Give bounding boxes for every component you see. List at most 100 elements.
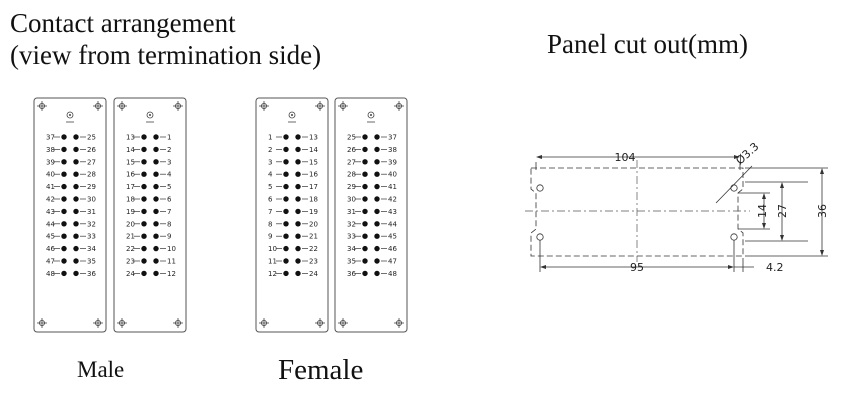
- contact-pin: [295, 221, 301, 227]
- contact-number: 11: [167, 258, 176, 266]
- contact-pin: [73, 208, 79, 215]
- contact-pin: [141, 171, 147, 177]
- contact-number: 44: [388, 220, 397, 228]
- contact-pin: [73, 134, 79, 140]
- contact-number: 36: [87, 270, 96, 278]
- contact-number: 42: [388, 196, 397, 204]
- contact-pin: [295, 159, 301, 165]
- contact-number: 48: [388, 270, 397, 278]
- contact-number: 5: [167, 183, 171, 191]
- contact-pin: [295, 258, 301, 264]
- contact-number: 42: [46, 196, 55, 204]
- contact-number: 35: [347, 258, 356, 266]
- contact-number: 34: [87, 245, 96, 253]
- contact-number: 28: [87, 171, 96, 179]
- contact-number: 41: [388, 183, 397, 191]
- contact-number: 18: [126, 196, 135, 204]
- contact-number: 26: [347, 146, 356, 154]
- insert-frame: [255, 97, 329, 333]
- dim-4-2-text: 4.2: [766, 261, 784, 274]
- contact-pin: [61, 208, 67, 215]
- mount-cross-icon: [259, 101, 269, 111]
- contact-number: 45: [46, 233, 55, 241]
- dim-104-text: 104: [615, 151, 636, 164]
- contact-number: 5: [268, 183, 272, 191]
- contact-number: 1: [268, 134, 272, 142]
- mount-cross-icon: [93, 318, 103, 328]
- insert-frame: [334, 97, 408, 333]
- contact-pin: [295, 196, 301, 202]
- contact-pin: [141, 258, 147, 264]
- contact-number: 46: [46, 245, 55, 253]
- contact-number: 24: [309, 270, 318, 278]
- contact-pin: [73, 146, 79, 153]
- contact-pin: [73, 233, 79, 239]
- contact-number: 10: [268, 245, 277, 253]
- contact-row: 46 34: [46, 245, 96, 253]
- contact-number: 47: [46, 258, 55, 266]
- contact-number: 44: [46, 220, 55, 228]
- contact-number: 9: [167, 233, 171, 241]
- contact-pin: [153, 159, 159, 165]
- contact-number: 29: [87, 183, 96, 191]
- contact-pin: [73, 183, 79, 190]
- contact-number: 15: [126, 158, 135, 166]
- mounting-hole-tr: [730, 184, 738, 192]
- contact-number: 29: [347, 183, 356, 191]
- contact-pin: [73, 245, 79, 252]
- mount-cross-icon: [259, 318, 269, 328]
- contact-number: 35: [87, 258, 96, 266]
- mount-cross-icon: [315, 318, 325, 328]
- male-label: Male: [77, 357, 125, 382]
- contact-number: 4: [167, 171, 172, 179]
- contact-pin: [374, 183, 380, 190]
- contact-number: 21: [126, 233, 135, 241]
- contact-pin: [295, 171, 301, 177]
- contact-number: 26: [87, 146, 96, 154]
- contact-number: 6: [268, 196, 273, 204]
- contact-number: 19: [309, 208, 318, 216]
- contact-pin: [295, 146, 301, 153]
- contact-pin: [141, 233, 147, 239]
- contact-pin: [295, 245, 301, 252]
- contact-pin: [374, 245, 380, 252]
- contact-pin: [362, 258, 368, 264]
- contact-pin: [153, 245, 159, 252]
- contact-number: 12: [167, 270, 176, 278]
- contact-pin: [141, 270, 147, 277]
- contact-pin: [61, 134, 67, 140]
- mount-cross-icon: [315, 101, 325, 111]
- contact-pin: [153, 134, 159, 140]
- mount-cross-icon: [338, 318, 348, 328]
- mount-cross-icon: [338, 101, 348, 111]
- contact-pin: [295, 208, 301, 215]
- contact-number: 7: [268, 208, 272, 216]
- dim-36-text: 36: [816, 204, 829, 218]
- contact-number: 22: [126, 245, 135, 253]
- mount-cross-icon: [117, 101, 127, 111]
- contact-number: 40: [46, 171, 55, 179]
- contact-number: 23: [309, 258, 318, 266]
- contact-pin: [374, 134, 380, 140]
- contact-pin: [362, 183, 368, 190]
- contact-pin: [283, 159, 289, 165]
- mount-cross-icon: [394, 101, 404, 111]
- contact-number: 10: [167, 245, 176, 253]
